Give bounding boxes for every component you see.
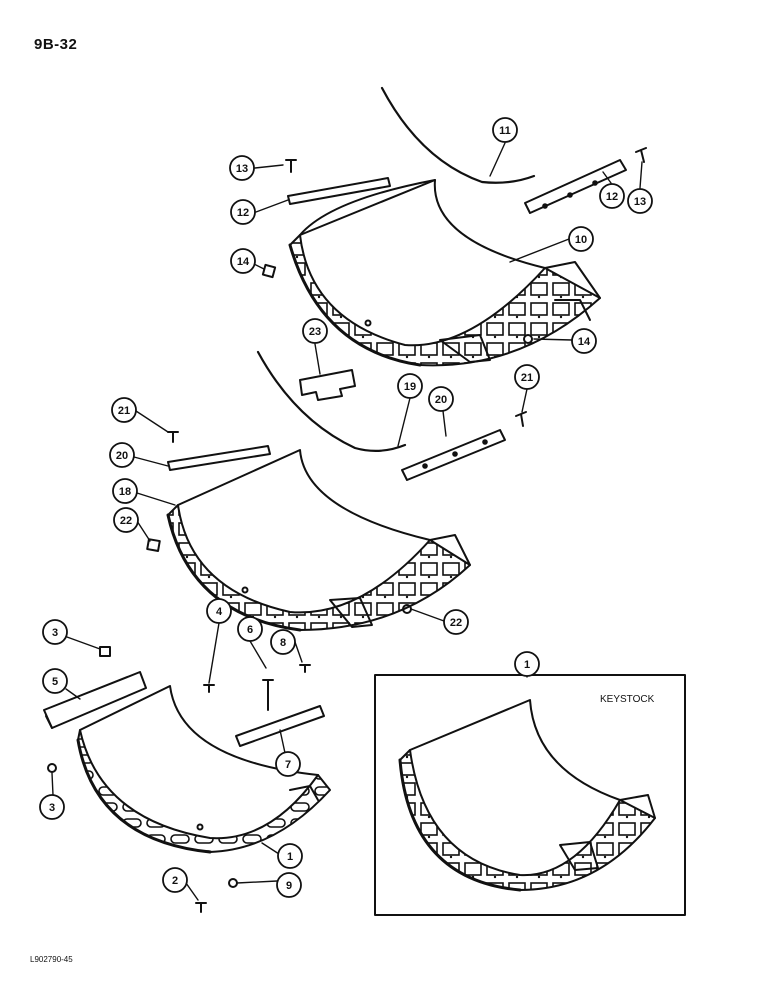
strip-20-right [401, 429, 506, 481]
svg-text:13: 13 [236, 163, 248, 175]
svg-text:4: 4 [216, 606, 223, 618]
svg-text:14: 14 [237, 256, 250, 268]
bolt-21-left [167, 431, 179, 443]
callout-22-right: 22 [443, 609, 469, 635]
bolt-13-left [285, 159, 297, 173]
callout-20-left: 20 [109, 442, 135, 468]
bracket-23 [299, 369, 356, 401]
bolt-8 [299, 664, 311, 673]
nut-3-top [99, 646, 111, 657]
svg-text:22: 22 [120, 515, 132, 527]
svg-text:12: 12 [606, 191, 618, 203]
svg-text:21: 21 [118, 405, 130, 417]
callout-7: 7 [275, 751, 301, 777]
callout-10: 10 [568, 226, 594, 252]
svg-text:3: 3 [49, 802, 55, 814]
callout-6: 6 [237, 616, 263, 642]
callout-13-right: 13 [627, 188, 653, 214]
bolt-21-right [515, 411, 527, 427]
bolt-2 [195, 902, 207, 913]
inset-label: KEYSTOCK [600, 694, 655, 705]
callout-19: 19 [397, 373, 423, 399]
keystock-concave [398, 699, 656, 892]
upper-concave-10 [288, 179, 601, 367]
callout-1-inset: 1 [514, 651, 540, 677]
bolt-4 [203, 684, 215, 693]
svg-text:1: 1 [287, 851, 293, 863]
seal-strip-19 [256, 350, 407, 452]
callout-9: 9 [276, 872, 302, 898]
svg-text:1: 1 [524, 659, 530, 671]
svg-text:23: 23 [309, 326, 321, 338]
callout-20-right: 20 [428, 386, 454, 412]
svg-text:8: 8 [280, 637, 286, 649]
callout-3-bottom: 3 [39, 794, 65, 820]
svg-text:12: 12 [237, 207, 249, 219]
svg-text:19: 19 [404, 381, 416, 393]
nut-14-left [261, 263, 277, 279]
callout-2: 2 [162, 867, 188, 893]
strip-20-left [167, 445, 271, 471]
callout-14-right: 14 [571, 328, 597, 354]
svg-text:18: 18 [119, 486, 131, 498]
nut-14-right [523, 334, 533, 344]
callout-8: 8 [270, 629, 296, 655]
strip-12-left [287, 177, 391, 205]
svg-text:13: 13 [634, 196, 646, 208]
leader-lines [51, 142, 643, 901]
svg-text:7: 7 [285, 759, 291, 771]
nut-9 [228, 878, 238, 888]
svg-text:10: 10 [575, 234, 587, 246]
callout-14-left: 14 [230, 248, 256, 274]
callouts: 13 12 11 12 13 10 14 14 23 21 19 20 21 2… [39, 117, 653, 898]
page-number: 9B-32 [34, 36, 78, 53]
svg-text:5: 5 [52, 676, 58, 688]
svg-text:14: 14 [578, 336, 591, 348]
figure-code: L902790-45 [30, 955, 73, 964]
strip-12-right [524, 159, 627, 214]
svg-text:9: 9 [286, 880, 292, 892]
callout-13-left: 13 [229, 155, 255, 181]
svg-text:21: 21 [521, 372, 533, 384]
svg-text:20: 20 [435, 394, 447, 406]
callout-12-left: 12 [230, 199, 256, 225]
callout-23: 23 [302, 318, 328, 344]
svg-text:22: 22 [450, 617, 462, 629]
callout-21-right: 21 [514, 364, 540, 390]
bolt-13-right [635, 147, 647, 163]
callout-21-left: 21 [111, 397, 137, 423]
bolt-6 [262, 679, 274, 711]
nut-22-left [146, 538, 161, 552]
svg-text:2: 2 [172, 875, 178, 887]
strip-7 [235, 705, 325, 747]
callout-12-right: 12 [599, 183, 625, 209]
svg-text:6: 6 [247, 624, 253, 636]
nut-3-bottom [47, 763, 57, 773]
callout-11: 11 [492, 117, 518, 143]
middle-concave-18 [166, 449, 471, 632]
callout-22-left: 22 [113, 507, 139, 533]
callout-18: 18 [112, 478, 138, 504]
callout-5: 5 [42, 668, 68, 694]
seal-strip-11 [380, 86, 536, 184]
svg-text:11: 11 [499, 125, 511, 137]
svg-text:20: 20 [116, 450, 128, 462]
svg-text:3: 3 [52, 627, 58, 639]
callout-1-lower: 1 [277, 843, 303, 869]
callout-4: 4 [206, 598, 232, 624]
callout-3-top: 3 [42, 619, 68, 645]
